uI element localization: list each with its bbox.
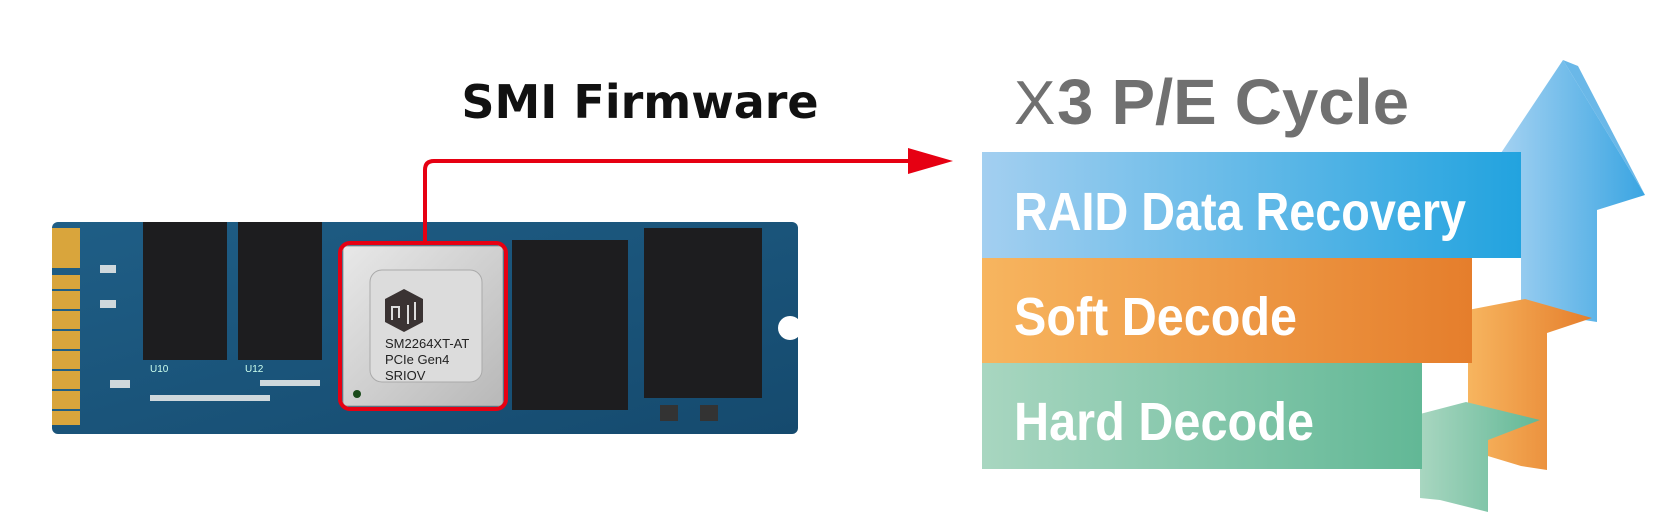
level-label: RAID Data Recovery bbox=[1014, 182, 1466, 242]
title-multiplier: X bbox=[1014, 69, 1055, 138]
board-label: U12 bbox=[245, 364, 264, 375]
level-soft-decode bbox=[982, 258, 1472, 363]
firmware-arrow-line bbox=[423, 159, 918, 244]
chip-model: SM2264XT-AT bbox=[385, 336, 469, 351]
nand-chip bbox=[512, 240, 628, 410]
level-hard-decode bbox=[982, 363, 1422, 469]
arrowhead-icon bbox=[908, 148, 953, 174]
step-blocks bbox=[1420, 299, 1592, 512]
nand-chip bbox=[238, 222, 322, 360]
level-label: Hard Decode bbox=[1014, 392, 1314, 452]
firmware-label: SMI Firmware bbox=[461, 75, 818, 129]
nand-chip bbox=[143, 222, 227, 360]
title-pe-cycle: 3 P/E Cycle bbox=[1057, 66, 1409, 138]
level-label: Soft Decode bbox=[1014, 287, 1297, 347]
key-notch-contacts bbox=[52, 228, 80, 268]
controller-chip: SM2264XT-AT PCIe Gen4 SRIOV bbox=[342, 245, 504, 407]
up-arrow-icon bbox=[1495, 60, 1645, 322]
chip-feature: SRIOV bbox=[385, 368, 426, 383]
nand-chip bbox=[644, 228, 762, 398]
board-label: U10 bbox=[150, 364, 169, 375]
smi-logo-icon bbox=[385, 289, 423, 332]
mount-hole bbox=[778, 316, 802, 340]
level-raid-data-recovery bbox=[982, 152, 1521, 258]
chip-interface: PCIe Gen4 bbox=[385, 352, 449, 367]
